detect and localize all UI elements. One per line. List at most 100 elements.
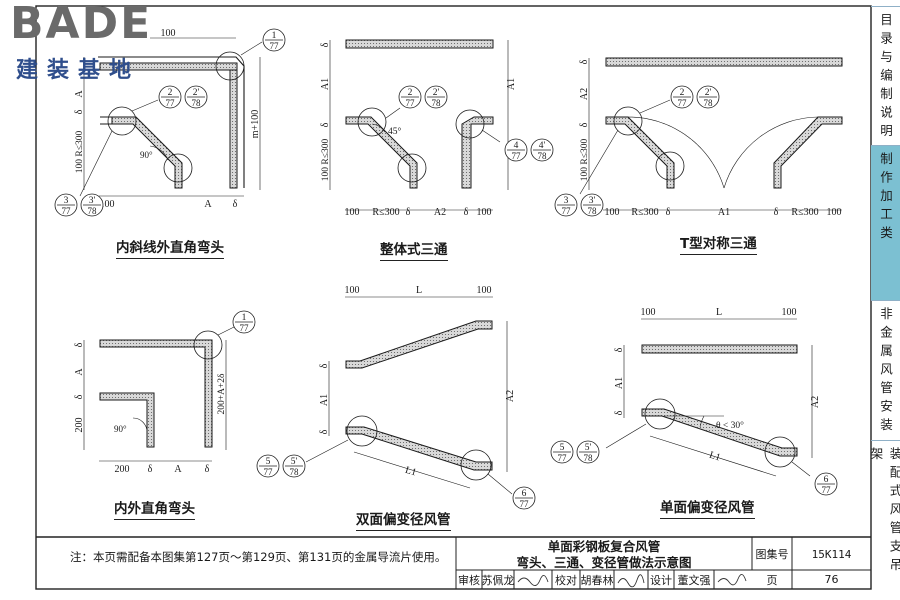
callout-fig2-4-detail: 4' <box>539 141 546 151</box>
dimension-label: A2 <box>579 88 590 100</box>
dimension-label: A2 <box>810 396 821 408</box>
figure-integral-tee <box>329 39 509 211</box>
dimension-label: δ <box>148 464 153 475</box>
caption-fig3: T型对称三通 <box>680 232 757 255</box>
callout-fig2-4-page: 78 <box>538 151 548 161</box>
dimension-label: δ <box>74 342 85 347</box>
dimension-label: A <box>204 199 212 210</box>
logo-text: BADE <box>10 0 153 49</box>
dimension-label: A2 <box>434 207 446 218</box>
dimension-label: 100 R≤300 <box>321 139 331 182</box>
dimension-label: L <box>716 307 722 318</box>
callout-fig3-4-page: 78 <box>588 206 598 216</box>
callout-fig1-4-detail: 3 <box>64 196 69 206</box>
callout-fig1-3-page: 78 <box>192 98 202 108</box>
dimension-label: A1 <box>718 207 730 218</box>
callout-fig5-1-detail: 5 <box>266 457 271 467</box>
dimension-label: L1 <box>404 465 418 479</box>
caption-fig6: 单面偏变径风管 <box>660 496 755 519</box>
side-tab-1[interactable]: 目录与编制说明 <box>871 6 900 145</box>
callout-fig2-1-detail: 2 <box>408 88 413 98</box>
dimension-label: δ <box>74 394 85 399</box>
dimension-label: 100 R≤300 <box>580 139 590 182</box>
callout-fig1-5-detail: 3' <box>89 196 96 206</box>
dimension-label: A1 <box>319 394 330 406</box>
side-tab-label: 目录与编制说明 <box>878 13 893 143</box>
dimension-label: δ <box>774 207 779 218</box>
callout-fig3-1-page: 77 <box>678 98 688 108</box>
dimension-label: 100 <box>100 199 115 210</box>
callout-fig4-1-page: 77 <box>240 323 250 333</box>
footnote: 注：本页需配备本图集第127页～第129页、第131页的金属导流片使用。 <box>70 550 447 564</box>
callout-fig2-2-detail: 2' <box>433 88 440 98</box>
dimension-label: 200 <box>115 464 130 475</box>
signature-marks <box>517 574 747 588</box>
callout-fig6-2-page: 78 <box>584 453 594 463</box>
logo-subtitle: 建装基地 <box>16 58 141 83</box>
callout-fig4-1-detail: 1 <box>242 313 247 323</box>
dimension-label: δ <box>319 363 330 368</box>
callout-fig2-3-detail: 4 <box>514 141 519 151</box>
callout-fig3-2-detail: 2' <box>705 88 712 98</box>
dimension-label: 200+A+2δ <box>217 373 227 415</box>
review-label: 审核 <box>458 573 480 587</box>
dimension-label: A2 <box>505 390 516 402</box>
dimension-label: 100 <box>345 207 360 218</box>
dimension-label: δ <box>319 429 330 434</box>
dimension-label: A1 <box>320 78 331 90</box>
page-number: 76 <box>824 573 839 586</box>
title-line-1: 单面彩钢板复合风管 <box>547 539 661 554</box>
callout-fig3-2-page: 78 <box>704 98 714 108</box>
dimension-label: 45° <box>388 126 402 137</box>
dimension-label: δ <box>320 42 331 47</box>
callout-fig3-4-detail: 3' <box>589 196 596 206</box>
callout-fig1-5-page: 78 <box>88 206 98 216</box>
callout-fig6-3-detail: 6 <box>824 475 829 485</box>
callout-fig2-1-page: 77 <box>406 98 416 108</box>
callout-fig6-1-page: 77 <box>558 453 568 463</box>
dimension-label: R≤300 <box>372 207 399 218</box>
title-block-grid <box>455 537 871 589</box>
side-tab-2[interactable]: 制作加工类 <box>871 145 900 300</box>
dimension-label: δ <box>205 464 210 475</box>
dimension-label: δ <box>666 207 671 218</box>
callout-fig6-1-detail: 5 <box>560 443 565 453</box>
dimension-label: θ < 30° <box>716 420 744 431</box>
caption-fig1: 内斜线外直角弯头 <box>116 236 224 259</box>
dimension-label: R≤300 <box>631 207 658 218</box>
figure-elbow-bevel <box>79 37 263 197</box>
dimension-label: R≤300 <box>791 207 818 218</box>
callout-fig3-3-page: 77 <box>562 206 572 216</box>
side-tab-4[interactable]: 装配式风管支吊架 <box>869 440 900 589</box>
dimension-label: δ <box>579 59 590 64</box>
dimension-label: A <box>174 464 182 475</box>
dimension-label: 100 <box>827 207 842 218</box>
callout-fig5-3-page: 77 <box>520 499 530 509</box>
page-label: 页 <box>766 573 778 587</box>
brand-logo: BADE 建装基地 <box>6 0 176 84</box>
dimension-label: 90° <box>140 150 153 160</box>
callout-fig6-3-page: 77 <box>822 485 832 495</box>
dimension-label: A1 <box>614 377 625 389</box>
dimension-label: 100 <box>161 28 176 39</box>
callout-fig5-2-page: 78 <box>290 467 300 477</box>
side-tab-3[interactable]: 非金属风管安装 <box>871 300 900 440</box>
dimension-label: 100 R≤300 <box>75 131 85 174</box>
figure-single-reducer <box>605 318 813 477</box>
dimension-label: δ <box>614 347 625 352</box>
dimension-label: A <box>74 90 85 98</box>
figure-symmetric-tee <box>579 57 843 211</box>
callout-fig1-1-detail: 1 <box>272 31 277 41</box>
check-label: 校对 <box>555 573 577 587</box>
callout-fig1-2-page: 77 <box>166 98 176 108</box>
dimension-label: δ <box>320 122 331 127</box>
callout-fig1-3-detail: 2' <box>193 88 200 98</box>
caption-fig2: 整体式三通 <box>380 238 448 261</box>
dimension-label: δ <box>406 207 411 218</box>
dimension-label: 200 <box>74 418 85 433</box>
dimension-label: δ <box>614 410 625 415</box>
callout-fig5-2-detail: 5' <box>291 457 298 467</box>
side-tab-label: 制作加工类 <box>878 152 893 245</box>
side-tab-label: 非金属风管安装 <box>878 307 893 437</box>
